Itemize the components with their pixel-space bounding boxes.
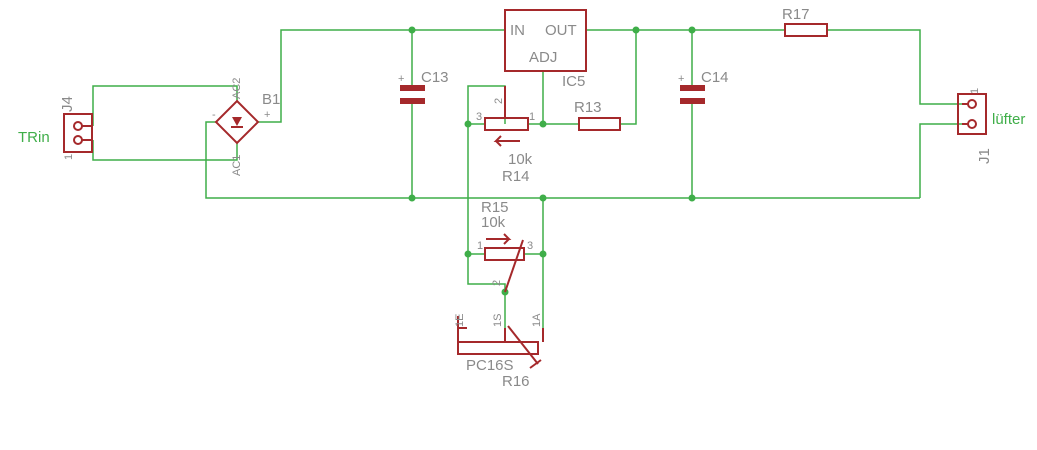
r13-label: R13	[574, 99, 602, 116]
ic5-in-label: IN	[510, 22, 525, 39]
r16-pin-a: 1A	[531, 313, 543, 327]
j1-pin1-label: 1	[969, 88, 981, 94]
r14-pin3: 3	[476, 111, 482, 123]
connector-j4: J4 1	[59, 96, 93, 160]
c13-polarity: +	[398, 73, 404, 85]
junction	[688, 26, 696, 34]
regulator-ic5: IN OUT ADJ IC5	[504, 9, 587, 90]
junction	[688, 194, 696, 202]
b1-ac2-label: AC2	[231, 78, 243, 99]
r16-pin-s: 1S	[492, 314, 504, 327]
resistor-r17: R17	[782, 6, 828, 37]
resistor-r13: R13	[574, 99, 621, 131]
junction	[539, 120, 547, 128]
trimmer-r15: 1 3 2 R15 10k	[477, 199, 533, 293]
r15-pin3: 3	[527, 240, 533, 252]
junction	[464, 120, 472, 128]
junction	[408, 194, 416, 202]
ic5-out-label: OUT	[545, 22, 577, 39]
ic5-label: IC5	[562, 73, 585, 90]
r17-label: R17	[782, 6, 810, 23]
bridge-b1: AC2 AC1 - + B1	[212, 78, 280, 176]
r16-label: R16	[502, 373, 530, 390]
luefter-net-label: lüfter	[992, 111, 1025, 128]
wires	[92, 29, 962, 328]
junction	[539, 250, 547, 258]
junction	[464, 250, 472, 258]
r14-label: R14	[502, 168, 530, 185]
j4-label: J4	[59, 96, 76, 112]
r16-package: PC16S	[466, 357, 514, 374]
c14-label: C14	[701, 69, 729, 86]
connector-j1: 1 J1	[957, 88, 993, 164]
c13-label: C13	[421, 69, 449, 86]
j4-pin1-label: 1	[63, 154, 75, 160]
j1-label: J1	[976, 148, 993, 164]
r16-pin-e: 1E	[454, 314, 466, 327]
junction	[632, 26, 640, 34]
r15-pin2: 2	[491, 280, 503, 286]
b1-minus-label: -	[212, 109, 216, 121]
r14-value: 10k	[508, 151, 533, 168]
r14-pin2: 2	[493, 98, 505, 104]
junction	[408, 26, 416, 34]
potentiometer-r16: 1E 1S 1A PC16S R16	[454, 313, 544, 390]
r15-label: R15	[481, 199, 509, 216]
capacitor-c13: + C13	[398, 69, 449, 104]
capacitor-c14: + C14	[678, 69, 729, 104]
b1-label: B1	[262, 91, 280, 108]
b1-plus-label: +	[264, 109, 270, 121]
b1-ac1-label: AC1	[231, 155, 243, 176]
junctions	[408, 26, 696, 296]
c14-polarity: +	[678, 73, 684, 85]
junction	[539, 194, 547, 202]
r15-pin1: 1	[477, 240, 483, 252]
trimmer-r14: 3 1 2 10k R14	[476, 86, 535, 185]
r15-value: 10k	[481, 214, 506, 231]
ic5-adj-label: ADJ	[529, 49, 557, 66]
r14-pin1: 1	[529, 111, 535, 123]
trin-net-label: TRin	[18, 129, 50, 146]
